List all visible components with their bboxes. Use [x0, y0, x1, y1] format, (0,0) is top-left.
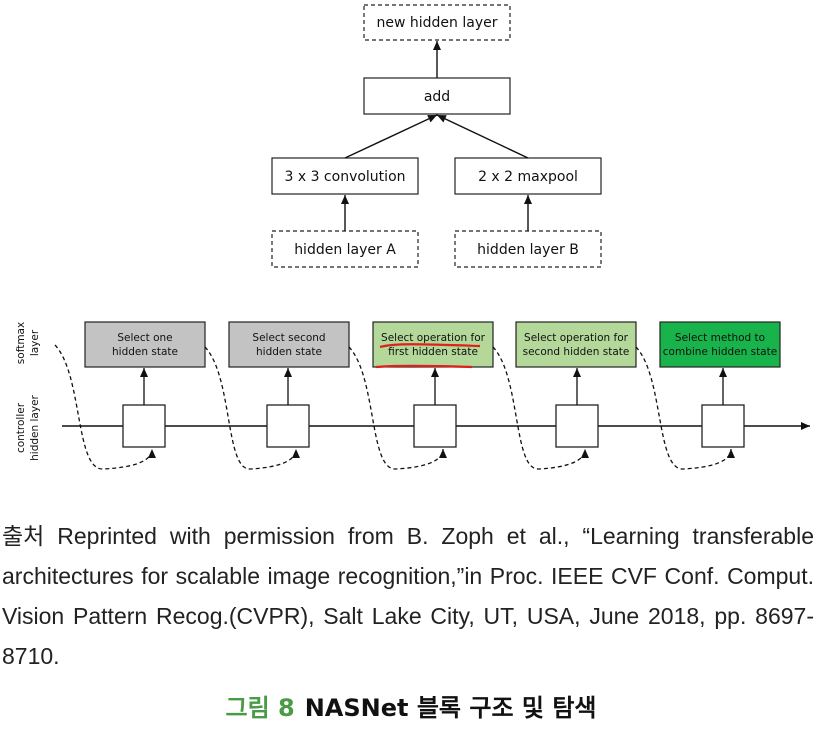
hidden-b-node: hidden layer B	[454, 230, 602, 268]
new-hidden-layer-label: new hidden layer	[377, 15, 498, 31]
figure-title: 그림 8 NASNet 블록 구조 및 탐색	[0, 688, 822, 723]
step-3: Select operation for first hidden state	[348, 321, 494, 470]
add-label: add	[424, 89, 450, 105]
feedback-dashed-arrow-5	[635, 346, 735, 470]
softmax-box-3-line-1: Select operation for	[381, 332, 486, 344]
step-2: Select second hidden state	[204, 321, 350, 470]
new-hidden-layer-node: new hidden layer	[363, 4, 511, 41]
figure-number: 그림 8	[225, 694, 295, 722]
hidden-a-label: hidden layer A	[294, 242, 396, 258]
softmax-box-1-line-1: Select one	[117, 332, 172, 344]
softmax-box-2	[228, 321, 350, 368]
feedback-dashed-arrow-1	[54, 344, 156, 470]
caption: 출처 Reprinted with permission from B. Zop…	[2, 523, 814, 669]
softmax-box-2-line-2: hidden state	[256, 346, 322, 358]
softmax-box-5	[659, 321, 781, 368]
softmax-box-3-line-2: first hidden state	[388, 346, 478, 358]
softmax-label-line2: layer	[29, 329, 41, 356]
softmax-box-1	[84, 321, 206, 368]
softmax-box-5-line-1: Select method to	[675, 332, 765, 344]
maxpool-node: 2 x 2 maxpool	[454, 157, 602, 195]
feedback-dashed-arrow-4	[492, 346, 589, 470]
arrow-conv-to-add	[344, 114, 438, 159]
softmax-label-line1: softmax	[15, 322, 27, 364]
step-4: Select operation for second hidden state	[492, 321, 637, 470]
controller-label-line1: controller	[15, 402, 27, 453]
hidden-b-label: hidden layer B	[477, 242, 579, 258]
maxpool-label: 2 x 2 maxpool	[478, 169, 578, 185]
controller-node-1	[122, 404, 166, 448]
hidden-a-node: hidden layer A	[271, 230, 419, 268]
controller-node-3	[413, 404, 457, 448]
feedback-dashed-arrow-3	[348, 346, 447, 470]
softmax-box-1-line-2: hidden state	[112, 346, 178, 358]
softmax-box-4-line-2: second hidden state	[523, 346, 630, 358]
conv-label: 3 x 3 convolution	[284, 169, 405, 185]
step-5: Select method to combine hidden state	[635, 321, 781, 470]
softmax-box-5-line-2: combine hidden state	[663, 346, 777, 358]
add-node: add	[363, 77, 511, 115]
softmax-box-2-line-1: Select second	[252, 332, 325, 344]
feedback-dashed-arrow-2	[204, 346, 300, 470]
red-underline-1	[379, 343, 481, 349]
controller-node-4	[555, 404, 599, 448]
controller-node-2	[266, 404, 310, 448]
controller-steps: Select one hidden state Select second hidde…	[54, 321, 781, 470]
controller-node-5	[701, 404, 745, 448]
red-underline-2	[375, 364, 473, 369]
nasnet-diagram: new hidden layer add 3 x 3 convolution 2…	[15, 4, 810, 470]
controller-label-line2: hidden layer	[29, 394, 41, 460]
step-1: Select one hidden state	[54, 321, 206, 470]
conv-node: 3 x 3 convolution	[271, 157, 419, 195]
figure-title-text: NASNet 블록 구조 및 탐색	[304, 694, 597, 722]
softmax-box-4-line-1: Select operation for	[524, 332, 629, 344]
arrow-maxpool-to-add	[436, 114, 529, 159]
softmax-box-4	[515, 321, 637, 368]
